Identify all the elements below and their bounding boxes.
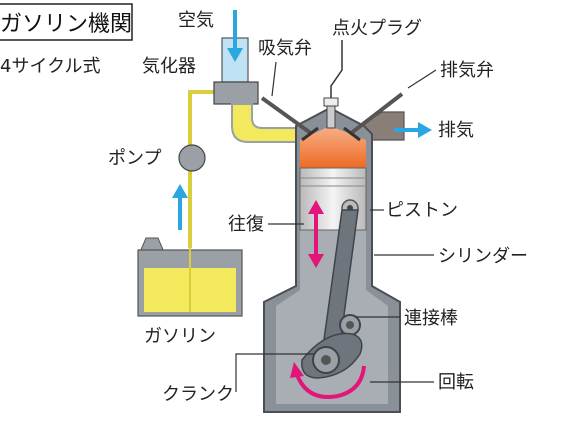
- label-pump: ポンプ: [108, 148, 161, 169]
- fuel-line: [188, 90, 216, 248]
- intake-valve: [260, 96, 319, 142]
- leader-exhaust-valve: [407, 69, 437, 89]
- rotation-arrow-icon: [290, 362, 366, 399]
- label-connecting-rod: 連接棒: [404, 308, 458, 329]
- label-exhaust-valve: 排気弁: [440, 60, 494, 81]
- pump-icon: [178, 144, 206, 172]
- exhaust-valve: [343, 92, 404, 142]
- spark-plug-icon: [323, 40, 343, 129]
- label-rotation: 回転: [438, 372, 474, 393]
- label-exhaust: 排気: [438, 120, 474, 141]
- gasoline-tank: [137, 237, 243, 317]
- air-arrow-icon: [227, 10, 243, 62]
- label-crank: クランク: [162, 384, 234, 405]
- label-spark-plug: 点火プラグ: [332, 18, 422, 39]
- label-carburetor: 気化器: [142, 56, 196, 77]
- label-reciprocation: 往復: [228, 214, 264, 235]
- label-gasoline: ガソリン: [144, 326, 216, 347]
- leader-crank: [235, 353, 314, 392]
- leader-intake-valve: [271, 61, 277, 97]
- crank: [301, 332, 363, 379]
- label-intake-valve: 吸気弁: [258, 38, 312, 59]
- fuel-flow-arrow-icon: [172, 184, 188, 230]
- diagram-subtitle: 4サイクル式: [0, 56, 101, 77]
- label-air: 空気: [178, 10, 214, 31]
- title-box: ガソリン機関 4サイクル式: [0, 3, 133, 77]
- label-piston: ピストン: [386, 200, 458, 221]
- combustion-chamber: [300, 126, 366, 168]
- reciprocation-arrow-icon: [308, 200, 324, 268]
- exhaust-arrow-icon: [394, 122, 432, 138]
- intake-manifold: [231, 103, 299, 143]
- diagram-title: ガソリン機関: [0, 12, 132, 37]
- label-cylinder: シリンダー: [438, 246, 528, 267]
